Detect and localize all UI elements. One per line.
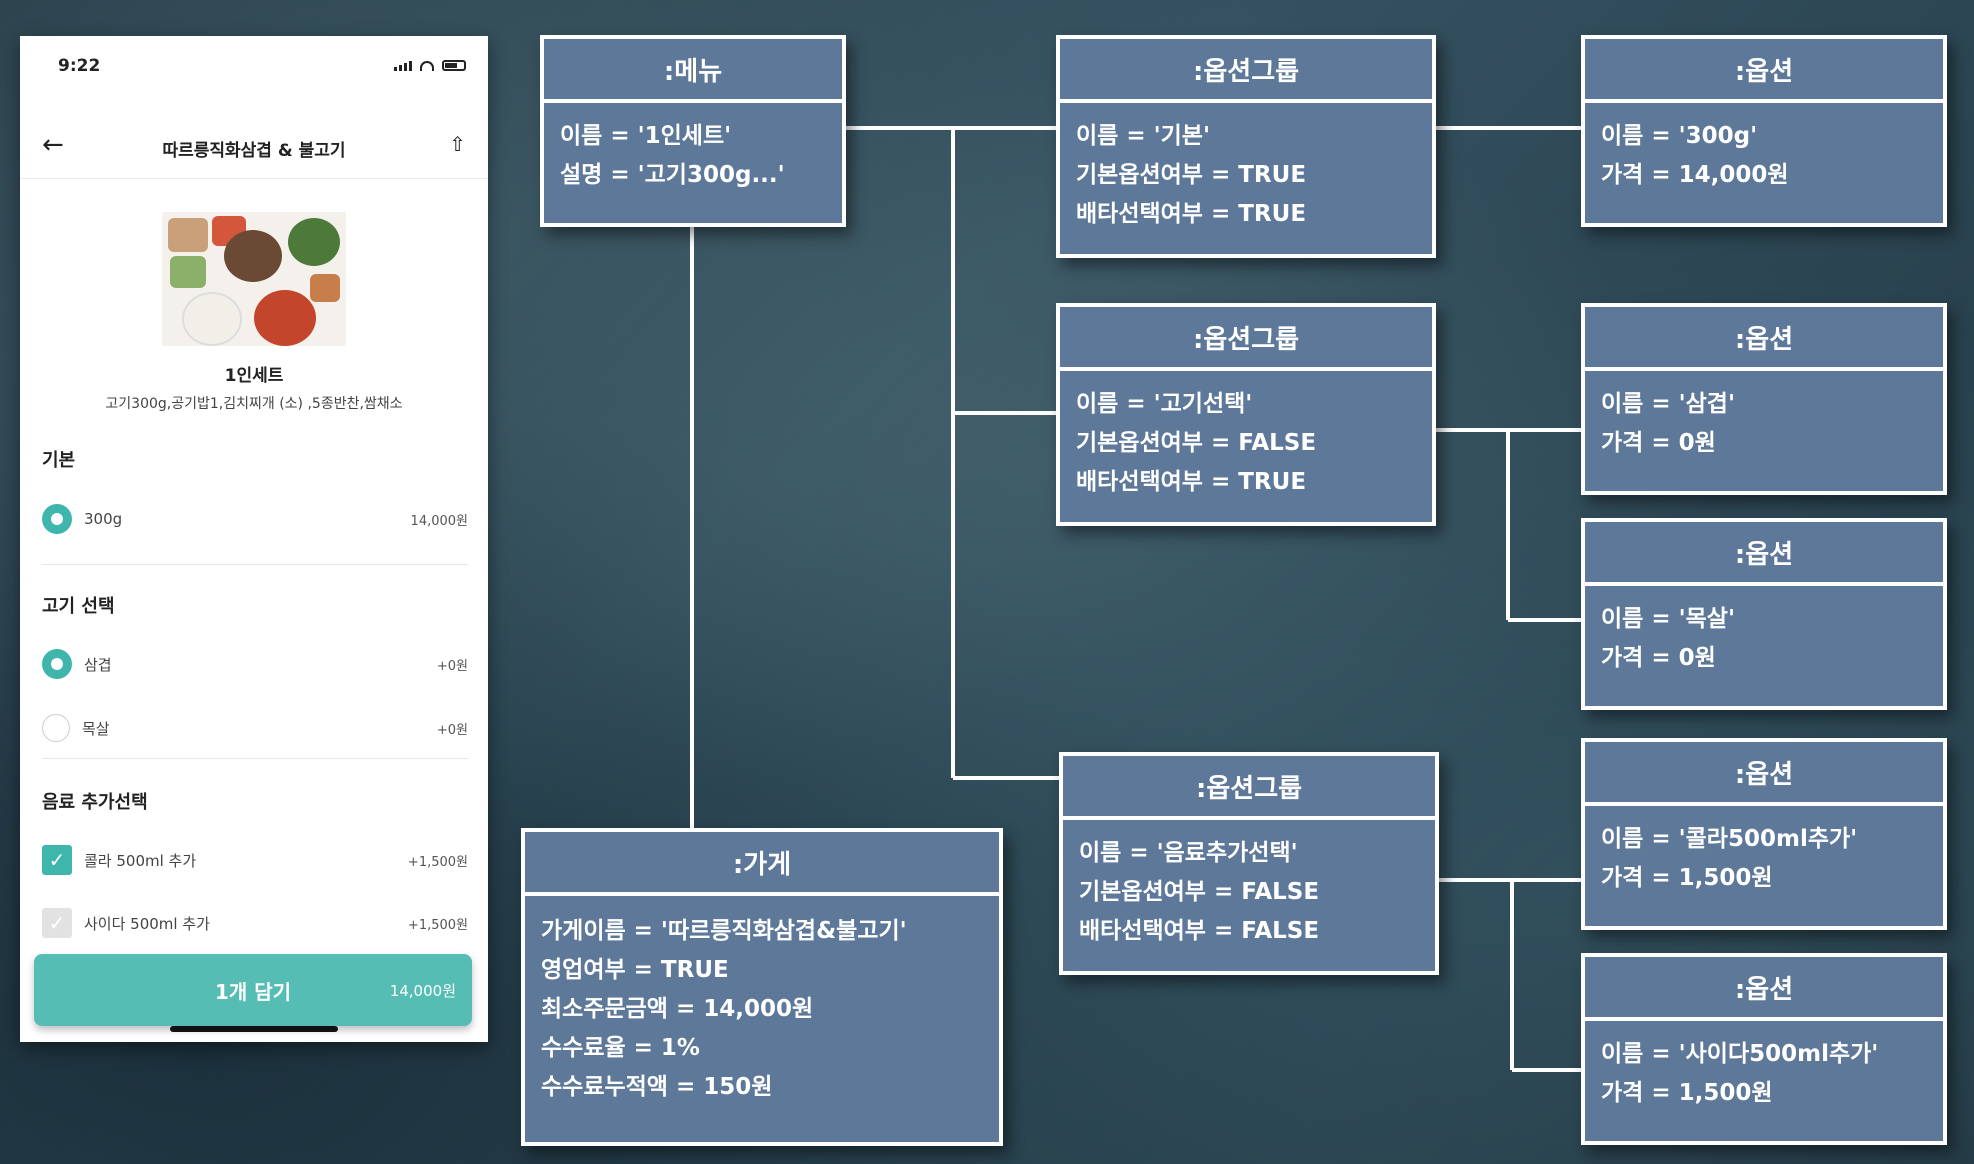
option-label: 목살 xyxy=(82,718,437,739)
option-price: 14,000원 xyxy=(411,510,468,529)
option-title: :옵션 xyxy=(1585,307,1943,371)
option-label: 사이다 500ml 추가 xyxy=(84,913,408,934)
store-open-line: 영업여부 = TRUE xyxy=(541,951,983,990)
option-name-line: 이름 = '300g' xyxy=(1601,117,1927,156)
option-price-line: 가격 = 1,500원 xyxy=(1601,859,1927,898)
option-group-default-line: 기본옵션여부 = FALSE xyxy=(1079,873,1419,912)
cart-button-price: 14,000원 xyxy=(390,980,456,1001)
option-group-name-line: 이름 = '고기선택' xyxy=(1076,385,1416,424)
section-title-meat: 고기 선택 xyxy=(42,592,115,618)
divider xyxy=(42,758,468,759)
option-label: 300g xyxy=(84,510,411,528)
option-group-title: :옵션그룹 xyxy=(1060,307,1432,371)
status-time: 9:22 xyxy=(58,56,100,76)
option-group-box: :옵션그룹 이름 = '기본' 기본옵션여부 = TRUE 배타선택여부 = T… xyxy=(1056,35,1436,258)
page-title: 따르릉직화삼겹 & 불고기 xyxy=(20,136,488,161)
option-price-line: 가격 = 1,500원 xyxy=(1601,1074,1927,1113)
option-name-line: 이름 = '콜라500ml추가' xyxy=(1601,820,1927,859)
option-group-title: :옵션그룹 xyxy=(1060,39,1432,103)
home-indicator xyxy=(170,1026,338,1032)
option-name-line: 이름 = '목살' xyxy=(1601,600,1927,639)
option-price: +0원 xyxy=(437,719,468,738)
option-box: :옵션 이름 = '사이다500ml추가' 가격 = 1,500원 xyxy=(1581,953,1947,1145)
option-box: :옵션 이름 = '콜라500ml추가' 가격 = 1,500원 xyxy=(1581,738,1947,930)
option-box: :옵션 이름 = '300g' 가격 = 14,000원 xyxy=(1581,35,1947,227)
store-box-title: :가게 xyxy=(525,832,999,896)
option-group-name-line: 이름 = '음료추가선택' xyxy=(1079,834,1419,873)
option-row-cider[interactable]: ✓ 사이다 500ml 추가 +1,500원 xyxy=(42,905,468,941)
radio-unselected-icon[interactable] xyxy=(42,714,70,742)
option-group-exclusive-line: 배타선택여부 = TRUE xyxy=(1076,463,1416,502)
option-group-box: :옵션그룹 이름 = '고기선택' 기본옵션여부 = FALSE 배타선택여부 … xyxy=(1056,303,1436,526)
wifi-icon xyxy=(420,61,434,71)
option-group-name-line: 이름 = '기본' xyxy=(1076,117,1416,156)
option-box: :옵션 이름 = '삼겹' 가격 = 0원 xyxy=(1581,303,1947,495)
option-group-default-line: 기본옵션여부 = FALSE xyxy=(1076,424,1416,463)
signal-icon xyxy=(394,61,412,71)
food-photo xyxy=(162,212,346,346)
option-price-line: 가격 = 0원 xyxy=(1601,639,1927,678)
phone-screen: 9:22 ← 따르릉직화삼겹 & 불고기 ⇧ 1인세트 고 xyxy=(20,36,488,1042)
option-price-line: 가격 = 0원 xyxy=(1601,424,1927,463)
share-icon[interactable]: ⇧ xyxy=(449,134,466,154)
option-group-default-line: 기본옵션여부 = TRUE xyxy=(1076,156,1416,195)
option-label: 삼겹 xyxy=(84,654,437,675)
store-box: :가게 가게이름 = '따르릉직화삼겹&불고기' 영업여부 = TRUE 최소주… xyxy=(521,828,1003,1146)
radio-selected-icon[interactable] xyxy=(42,504,72,534)
store-fee-total-line: 수수료누적액 = 150원 xyxy=(541,1068,983,1107)
section-title-drinks: 음료 추가선택 xyxy=(42,788,148,814)
radio-selected-icon[interactable] xyxy=(42,649,72,679)
item-name: 1인세트 xyxy=(20,361,488,386)
option-title: :옵션 xyxy=(1585,522,1943,586)
option-row-300g[interactable]: 300g 14,000원 xyxy=(42,501,468,537)
option-row-moksal[interactable]: 목살 +0원 xyxy=(42,710,468,746)
option-title: :옵션 xyxy=(1585,39,1943,103)
divider xyxy=(42,564,468,565)
option-name-line: 이름 = '사이다500ml추가' xyxy=(1601,1035,1927,1074)
checkbox-unchecked-icon[interactable]: ✓ xyxy=(42,908,72,938)
option-box: :옵션 이름 = '목살' 가격 = 0원 xyxy=(1581,518,1947,710)
menu-name-line: 이름 = '1인세트' xyxy=(560,117,826,156)
add-to-cart-button[interactable]: 1개 담기 14,000원 xyxy=(34,954,472,1026)
store-min-order-line: 최소주문금액 = 14,000원 xyxy=(541,990,983,1029)
status-bar: 9:22 xyxy=(20,36,488,96)
checkbox-checked-icon[interactable]: ✓ xyxy=(42,845,72,875)
app-header: ← 따르릉직화삼겹 & 불고기 ⇧ xyxy=(20,128,488,179)
option-name-line: 이름 = '삼겹' xyxy=(1601,385,1927,424)
option-row-cola[interactable]: ✓ 콜라 500ml 추가 +1,500원 xyxy=(42,842,468,878)
store-fee-rate-line: 수수료율 = 1% xyxy=(541,1029,983,1068)
menu-desc-line: 설명 = '고기300g...' xyxy=(560,156,826,195)
status-icons xyxy=(394,60,466,71)
option-group-exclusive-line: 배타선택여부 = TRUE xyxy=(1076,195,1416,234)
option-group-box: :옵션그룹 이름 = '음료추가선택' 기본옵션여부 = FALSE 배타선택여… xyxy=(1059,752,1439,975)
option-price: +1,500원 xyxy=(408,851,468,870)
option-price-line: 가격 = 14,000원 xyxy=(1601,156,1927,195)
option-group-exclusive-line: 배타선택여부 = FALSE xyxy=(1079,912,1419,951)
battery-icon xyxy=(442,60,466,71)
menu-box-title: :메뉴 xyxy=(544,39,842,103)
option-price: +1,500원 xyxy=(408,914,468,933)
option-price: +0원 xyxy=(437,655,468,674)
menu-box: :메뉴 이름 = '1인세트' 설명 = '고기300g...' xyxy=(540,35,846,227)
option-label: 콜라 500ml 추가 xyxy=(84,850,408,871)
option-title: :옵션 xyxy=(1585,742,1943,806)
item-description: 고기300g,공기밥1,김치찌개 (소) ,5종반찬,쌈채소 xyxy=(20,393,488,413)
section-title-basic: 기본 xyxy=(42,446,75,472)
store-name-line: 가게이름 = '따르릉직화삼겹&불고기' xyxy=(541,912,983,951)
option-title: :옵션 xyxy=(1585,957,1943,1021)
option-row-samgyeop[interactable]: 삼겹 +0원 xyxy=(42,646,468,682)
option-group-title: :옵션그룹 xyxy=(1063,756,1435,820)
